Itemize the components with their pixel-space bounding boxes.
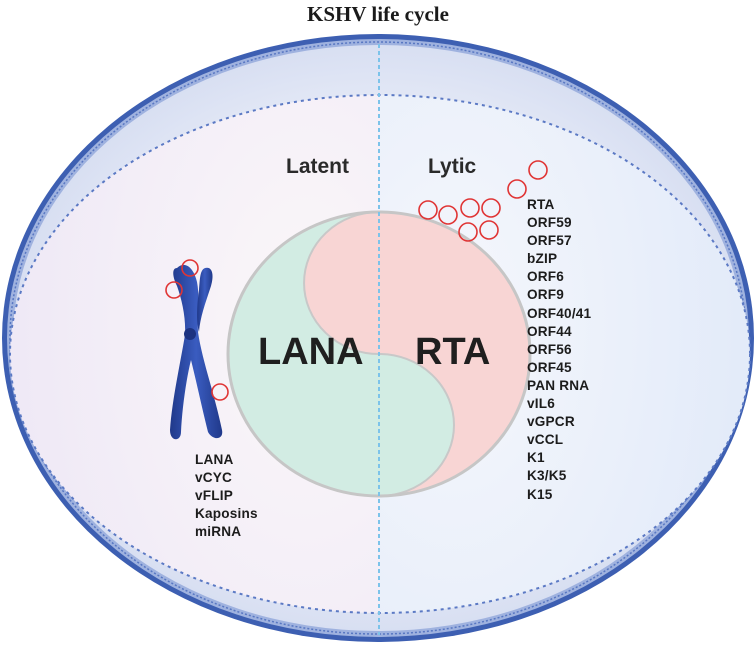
- yin-yang-symbol: [226, 210, 532, 498]
- latent-gene: vFLIP: [195, 488, 234, 504]
- lytic-gene: K3/K5: [527, 468, 567, 484]
- lytic-gene: ORF57: [527, 233, 572, 249]
- lytic-gene: PAN RNA: [527, 377, 590, 393]
- latent-gene: miRNA: [195, 524, 242, 540]
- lytic-gene: vGPCR: [527, 414, 575, 430]
- latent-gene: Kaposins: [195, 506, 258, 522]
- lytic-gene: ORF44: [527, 323, 572, 339]
- lytic-half: [304, 212, 530, 496]
- lytic-gene: ORF59: [527, 215, 572, 231]
- lytic-gene: K15: [527, 486, 553, 502]
- latent-gene: vCYC: [195, 470, 233, 486]
- episome-circles: [165, 259, 229, 401]
- lytic-gene: ORF56: [527, 341, 572, 357]
- chromosome-icon: [170, 264, 223, 440]
- diagram-title: KSHV life cycle: [307, 2, 449, 26]
- lytic-phase-label: Lytic: [428, 155, 477, 178]
- lytic-gene: ORF6: [527, 269, 565, 285]
- lytic-gene-list: RTA ORF59 ORF57 bZIP ORF6 ORF9 ORF40/41 …: [527, 196, 591, 504]
- lytic-gene: vCCL: [527, 432, 564, 448]
- lytic-gene: K1: [527, 450, 545, 466]
- lytic-gene: RTA: [527, 197, 555, 212]
- latent-phase-label: Latent: [286, 155, 349, 178]
- lytic-gene: bZIP: [527, 251, 558, 267]
- latent-gene-list: LANA vCYC vFLIP Kaposins miRNA: [195, 451, 258, 541]
- latent-gene: LANA: [195, 452, 234, 467]
- lana-center-label: LANA: [258, 331, 364, 373]
- lytic-gene: vIL6: [527, 396, 556, 412]
- lytic-gene: ORF9: [527, 287, 565, 303]
- rta-center-label: RTA: [415, 331, 491, 373]
- lytic-gene: ORF40/41: [527, 305, 592, 321]
- latent-half: [228, 212, 454, 496]
- virion-circle-icons: [418, 160, 548, 242]
- lytic-gene: ORF45: [527, 359, 572, 375]
